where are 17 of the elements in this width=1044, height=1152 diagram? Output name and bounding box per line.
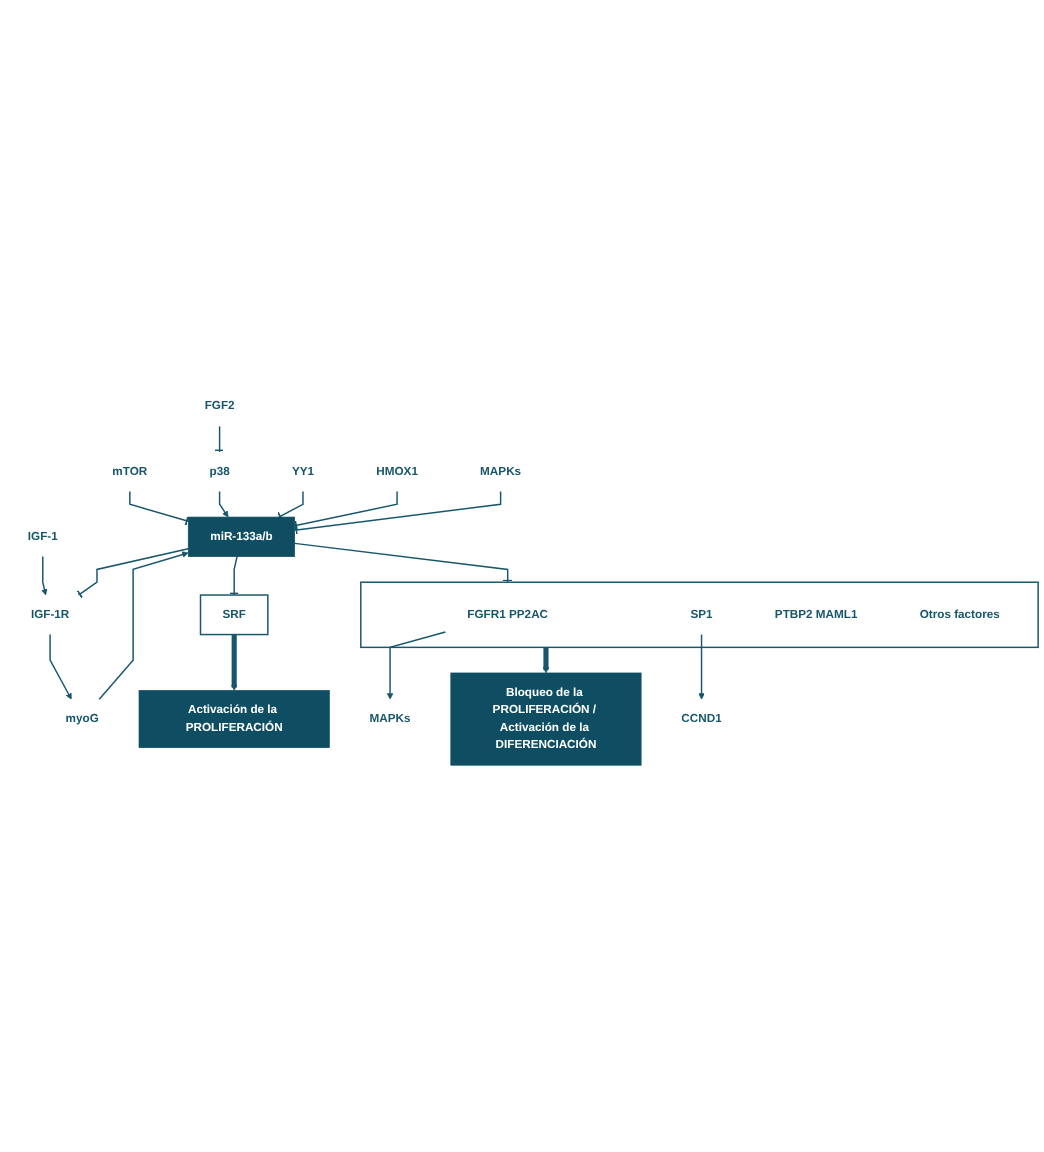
arrow — [218, 490, 229, 518]
arrow — [41, 555, 48, 596]
arrow — [386, 631, 447, 700]
arrow — [49, 633, 72, 700]
connector — [129, 490, 190, 527]
connector — [213, 425, 226, 453]
cluster — [360, 581, 1039, 649]
connector — [293, 542, 514, 583]
connector — [276, 490, 304, 522]
arrow — [698, 633, 705, 700]
arrow — [98, 551, 189, 701]
arrow — [542, 647, 550, 674]
connector — [76, 548, 189, 599]
arrow — [230, 634, 238, 691]
connector — [293, 490, 502, 536]
connector — [293, 490, 398, 531]
connector — [228, 555, 240, 596]
